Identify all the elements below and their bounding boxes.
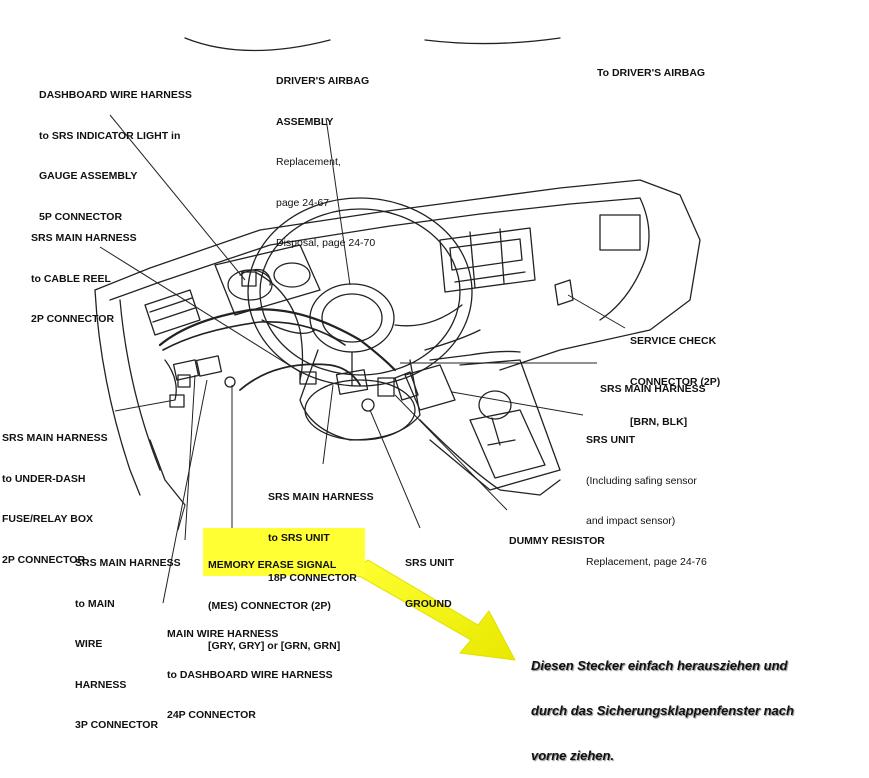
steering-wheel	[247, 197, 473, 387]
label-cable-reel: SRS MAIN HARNESS to CABLE REEL 2P CONNEC…	[31, 232, 137, 325]
dashboard-outline	[94, 179, 701, 371]
annotation-line: durch das Sicherungsklappenfenster nach	[531, 703, 794, 718]
label-dummy-resistor: DUMMY RESISTOR	[509, 535, 605, 547]
annotation-line: Diesen Stecker einfach herausziehen und	[531, 658, 788, 673]
dashboard-line-drawing	[94, 37, 701, 661]
label-srs-unit: SRS UNIT (Including safing sensor and im…	[586, 434, 707, 568]
label-mes-connector: MEMORY ERASE SIGNAL (MES) CONNECTOR (2P)…	[208, 559, 341, 652]
label-dash-harness: DASHBOARD WIRE HARNESS to SRS INDICATOR …	[39, 89, 192, 223]
label-srs-unit-18p: SRS MAIN HARNESS to SRS UNIT 18P CONNECT…	[268, 491, 374, 584]
callout-arrow	[348, 559, 516, 661]
label-main-wire-24p: MAIN WIRE HARNESS to DASHBOARD WIRE HARN…	[167, 628, 333, 721]
label-airbag-assembly: DRIVER'S AIRBAG ASSEMBLY Replacement, pa…	[276, 75, 376, 249]
srs-harness-wire	[158, 308, 397, 372]
annotation-line: vorne ziehen.	[531, 748, 615, 763]
label-service-check: SERVICE CHECK CONNECTOR (2P) [BRN, BLK]	[630, 335, 721, 428]
label-main-wire-3p: SRS MAIN HARNESS to MAIN WIRE HARNESS 3P…	[75, 557, 181, 731]
label-srs-ground: SRS UNIT GROUND	[405, 557, 455, 610]
annotation-note: Diesen Stecker einfach herausziehen und …	[531, 628, 861, 778]
label-srs-main-harness: SRS MAIN HARNESS	[600, 383, 706, 395]
label-fuse-box: SRS MAIN HARNESS to UNDER-DASH FUSE/RELA…	[2, 432, 108, 566]
mes-highlight	[203, 528, 365, 576]
label-to-airbag: To DRIVER'S AIRBAG	[597, 67, 706, 79]
